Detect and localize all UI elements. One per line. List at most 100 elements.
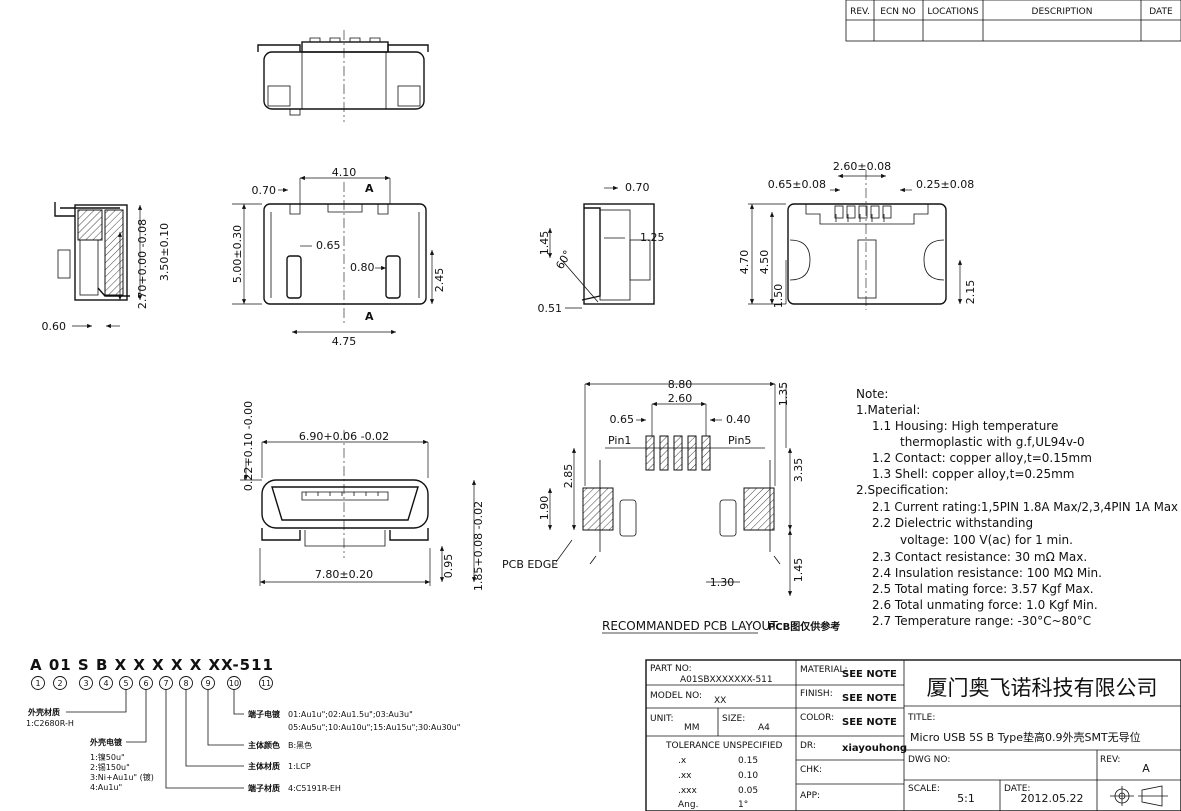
dim-side-inner-height: 2.70+0.00 -0.08 xyxy=(136,219,149,309)
opt-terminal-material: 4:C5191R-EH xyxy=(288,784,341,793)
leader-lines xyxy=(66,690,244,789)
label-pcb-edge: PCB EDGE xyxy=(502,558,558,571)
opt-shell-plating: 4:Au1u" xyxy=(90,783,122,792)
note-line: 2.4 Insulation resistance: 100 MΩ Min. xyxy=(872,566,1102,580)
dim-back-left: 0.65±0.08 xyxy=(768,178,826,191)
projection-symbol-icon xyxy=(1110,785,1168,807)
tol-key: .xx xyxy=(678,771,692,781)
bottom-view: 6.90+0.06 -0.02 0.22+0.10 -0.00 7.80±0.2… xyxy=(240,401,485,591)
opt-body-material: 1:LCP xyxy=(288,762,311,771)
part-code-string: A 01 S B X X X X X XX-511 xyxy=(30,656,274,674)
section-mark-bottom: A xyxy=(365,310,374,323)
unit-label: UNIT: xyxy=(650,714,674,724)
opt-terminal-plating-2: 05:Au5u";10:Au10u";15:Au15u";30:Au30u" xyxy=(288,723,460,732)
dim-section-b: 1.25 xyxy=(640,231,665,244)
dim-pcb-w3: 1.30 xyxy=(710,576,735,589)
note-line: 1.3 Shell: copper alloy,t=0.25mm xyxy=(872,467,1074,481)
circle-label: 5 xyxy=(123,679,128,688)
app-label: APP: xyxy=(800,791,820,801)
scale-label: SCALE: xyxy=(908,784,940,794)
circle-label: 3 xyxy=(83,679,88,688)
dim-side-height: 3.50±0.10 xyxy=(158,223,171,281)
note-line: voltage: 100 V(ac) for 1 min. xyxy=(900,533,1073,547)
locations-col-header: LOCATIONS xyxy=(927,7,978,17)
rev-col-header: REV. xyxy=(850,7,870,17)
circle-label: 9 xyxy=(205,679,210,688)
part-code: A 01 S B X X X X X XX-511 1 2 3 4 5 6 7 … xyxy=(26,656,460,793)
label-body-color: 主体颜色 xyxy=(248,740,280,750)
note-line: 2.6 Total unmating force: 1.0 Kgf Min. xyxy=(872,598,1098,612)
note-line: 2.5 Total mating force: 3.57 Kgf Max. xyxy=(872,582,1094,596)
back-view: 2.60±0.08 0.65±0.08 0.25±0.08 4.70 4.50 … xyxy=(738,160,977,310)
note-line: 2.2 Dielectric withstanding xyxy=(872,516,1033,530)
opt-shell-material: 1:C2680R-H xyxy=(26,719,74,728)
date-value: 2012.05.22 xyxy=(1021,792,1084,805)
pcb-layout-note-cn: PCB图仅供参考 xyxy=(768,620,840,633)
date-col-header: DATE xyxy=(1149,7,1173,17)
circle-label: 6 xyxy=(143,679,148,688)
dim-bottom-w2: 7.80±0.20 xyxy=(315,568,373,581)
front-view: 0.70 4.10 A A 0.65 5.00±0.30 0.80 2.45 4… xyxy=(231,166,446,348)
dwg-no-label: DWG NO: xyxy=(908,755,950,765)
label-terminal-material: 端子材质 xyxy=(248,783,280,793)
note-line: 1.2 Contact: copper alloy,t=0.15mm xyxy=(872,451,1092,465)
dim-section-c: 0.51 xyxy=(538,302,563,315)
code-position-circles: 1 2 3 4 5 6 7 8 9 10 11 xyxy=(31,676,273,690)
tol-value: 1° xyxy=(738,800,748,810)
dim-section-a: 0.70 xyxy=(625,181,650,194)
dim-front-e: 2.45 xyxy=(433,268,446,293)
pcb-layout: 8.80 1.35 2.60 0.65 0.40 Pin1 Pin5 2.85 … xyxy=(502,378,840,634)
top-view xyxy=(257,30,429,122)
color-value: SEE NOTE xyxy=(842,717,897,728)
size-value: A4 xyxy=(758,723,770,733)
rev-label: REV: xyxy=(1100,755,1120,765)
dim-pcb-h1: 2.85 xyxy=(562,464,575,489)
company-name: 厦门奥飞诺科技有限公司 xyxy=(927,676,1158,700)
unit-value: MM xyxy=(684,723,700,733)
dim-bottom-h2: 1.85+0.08 -0.02 xyxy=(472,501,485,591)
tol-value: 0.10 xyxy=(738,771,758,781)
dim-back-h3: 1.50 xyxy=(772,284,785,309)
tolerance-label: TOLERANCE UNSPECIFIED xyxy=(665,741,782,751)
dim-pcb-h4: 1.45 xyxy=(792,558,805,583)
note-line: 2.7 Temperature range: -30°C~80°C xyxy=(872,614,1091,628)
opt-shell-plating: 1:镍50u" xyxy=(90,752,125,762)
size-label: SIZE: xyxy=(722,714,745,724)
label-shell-material: 外壳材质 xyxy=(28,707,60,717)
tol-value: 0.05 xyxy=(738,786,758,796)
dim-front-bottom-width: 4.75 xyxy=(332,335,357,348)
dim-section-h: 1.45 xyxy=(538,231,551,256)
model-no-value: XX xyxy=(714,696,726,706)
note-line: 1.Material: xyxy=(856,403,920,417)
circle-label: 2 xyxy=(57,679,62,688)
dim-front-c: 0.65 xyxy=(316,239,341,252)
circle-label: 11 xyxy=(261,679,271,688)
dim-back-h4: 2.15 xyxy=(964,280,977,305)
dim-pcb-h2: 3.35 xyxy=(792,458,805,483)
dim-front-d: 0.80 xyxy=(350,261,375,274)
dim-pcb-pitch: 2.60 xyxy=(668,392,693,405)
circle-label: 10 xyxy=(229,679,239,688)
opt-shell-plating: 2:锡150u" xyxy=(90,763,130,772)
tol-key: Ang. xyxy=(678,800,698,810)
part-no-label: PART NO: xyxy=(650,664,692,674)
finish-label: FINISH: xyxy=(800,689,833,699)
dim-section-angle: 60° xyxy=(553,248,574,271)
label-pin5: Pin5 xyxy=(728,434,751,447)
circle-label: 4 xyxy=(103,679,108,688)
dr-value: xiayouhong xyxy=(842,743,907,754)
dim-back-h1: 4.70 xyxy=(738,250,751,275)
side-view: 3.50±0.10 2.70+0.00 -0.08 0.60 xyxy=(42,202,171,333)
dim-bottom-w1: 6.90+0.06 -0.02 xyxy=(299,430,389,443)
dim-side-width: 0.60 xyxy=(42,320,67,333)
note-line: 2.Specification: xyxy=(856,483,949,497)
note-line: thermoplastic with g.f,UL94v-0 xyxy=(900,435,1085,449)
circle-label: 1 xyxy=(35,679,40,688)
label-terminal-plating: 端子电镀 xyxy=(248,709,281,719)
drawing-title: Micro USB 5S B Type垫高0.9外壳SMT无导位 xyxy=(910,730,1141,744)
note-line: 2.1 Current rating:1,5PIN 1.8A Max/2,3,4… xyxy=(872,500,1178,514)
dim-pcb-top: 1.35 xyxy=(777,382,790,407)
dim-back-pitch: 2.60±0.08 xyxy=(833,160,891,173)
opt-body-color: B:黑色 xyxy=(288,740,312,750)
